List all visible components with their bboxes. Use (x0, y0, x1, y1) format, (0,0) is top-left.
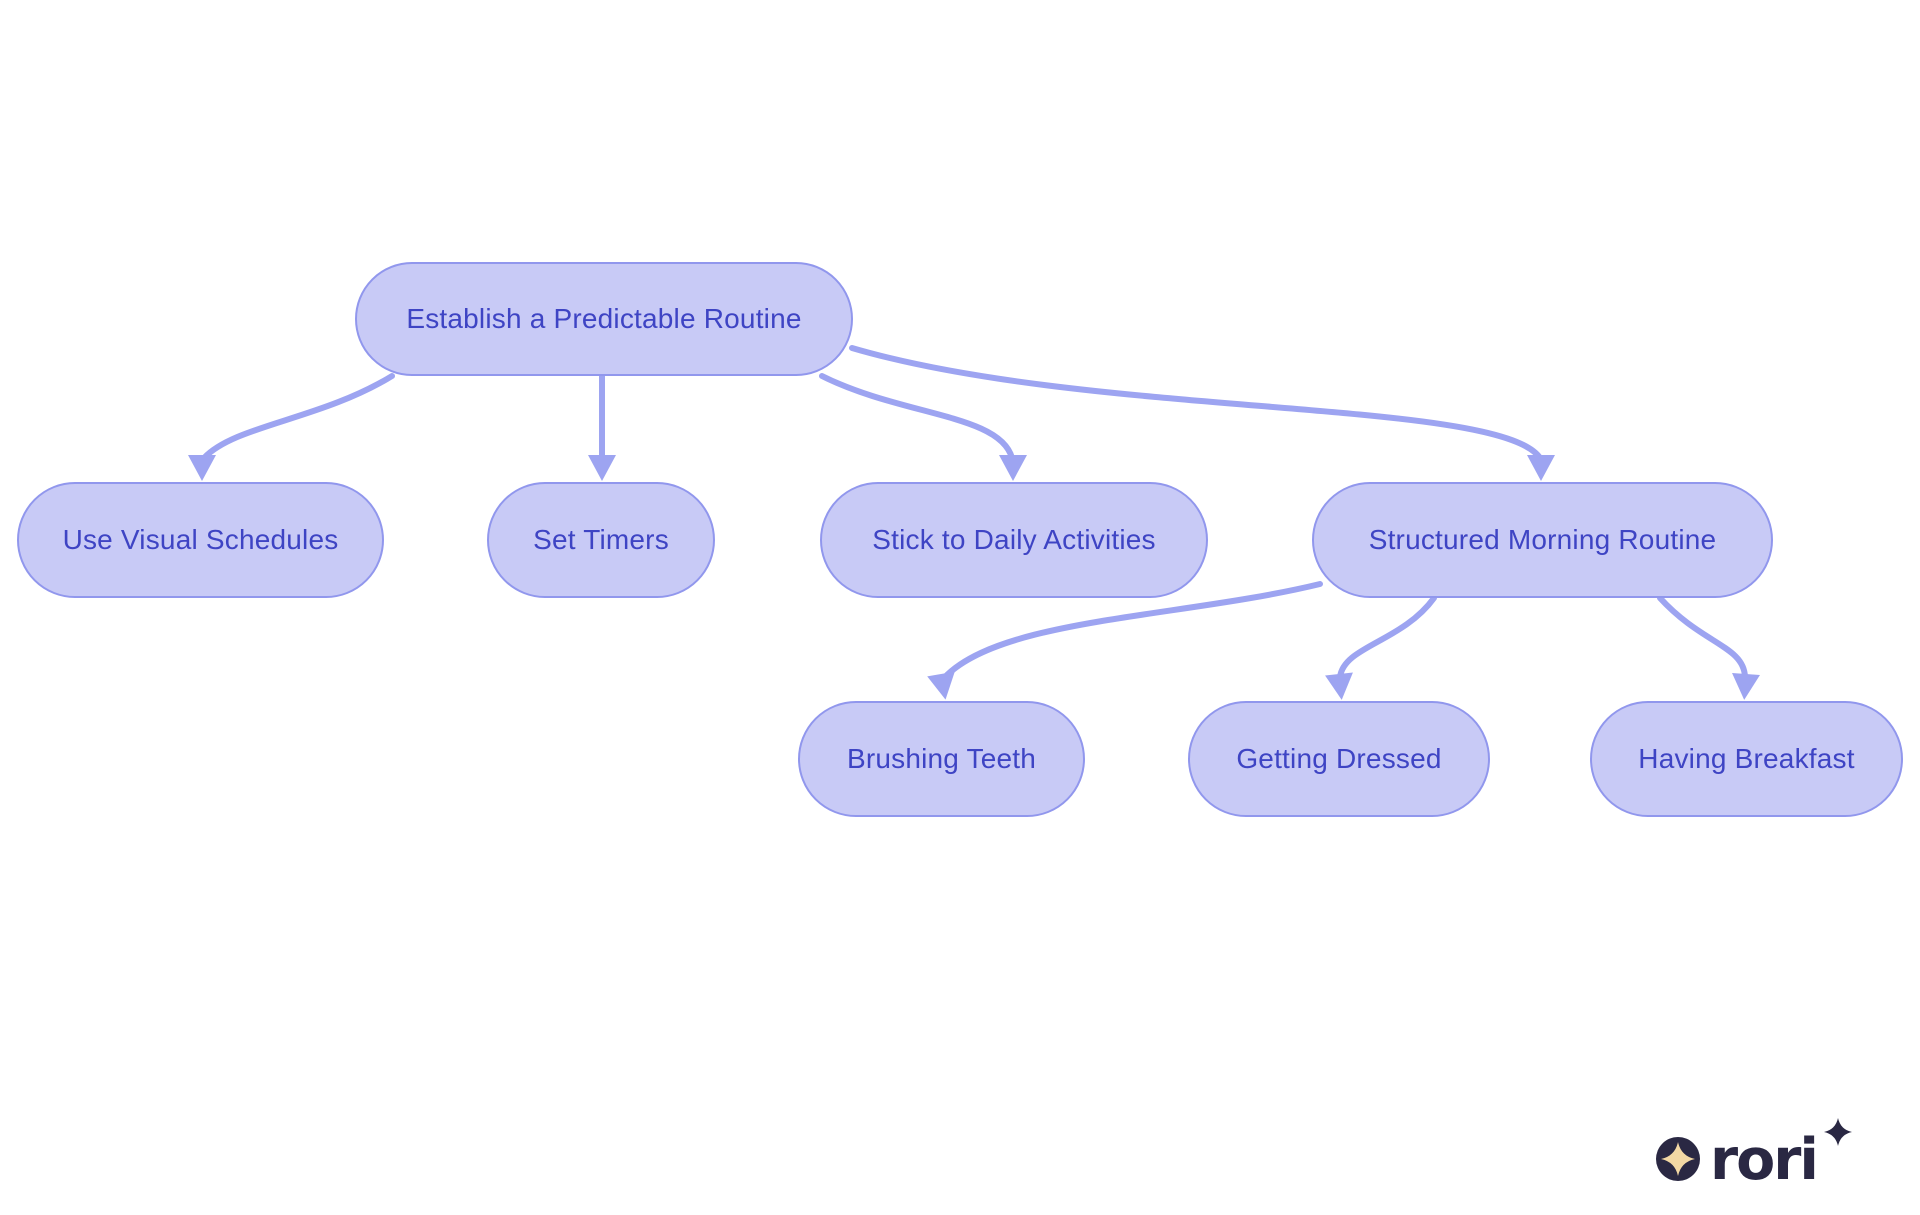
node-brushing-teeth: Brushing Teeth (798, 701, 1085, 817)
arrowhead-having-breakfast (1732, 673, 1760, 700)
node-establish-a-predictable-routine: Establish a Predictable Routine (355, 262, 853, 376)
arrowhead-stick-to-daily-activities (999, 455, 1027, 481)
node-label: Structured Morning Routine (1368, 524, 1717, 555)
edge-morning-to-having-breakfast (1657, 595, 1748, 680)
node-stick-to-daily-activities: Stick to Daily Activities (820, 482, 1208, 598)
edge-establish-to-stick-to-daily-activities (819, 373, 1015, 461)
node-label: Getting Dressed (1236, 743, 1442, 774)
node-use-visual-schedules: Use Visual Schedules (17, 482, 384, 598)
sparkle-in-circle-icon (1656, 1137, 1700, 1181)
node-label: Stick to Daily Activities (872, 524, 1156, 555)
edge-morning-to-brushing-teeth (941, 581, 1323, 681)
node-set-timers: Set Timers (487, 482, 715, 598)
node-structured-morning-routine: Structured Morning Routine (1312, 482, 1773, 598)
arrowhead-use-visual-schedules (188, 455, 216, 481)
node-label: Brushing Teeth (846, 743, 1037, 774)
edge-morning-to-getting-dressed (1337, 595, 1437, 680)
arrowhead-structured-morning-routine (1527, 455, 1555, 481)
arrowhead-getting-dressed (1325, 672, 1353, 700)
node-label: Having Breakfast (1638, 743, 1855, 774)
node-label: Establish a Predictable Routine (406, 303, 802, 334)
logo-wordmark: rori (1710, 1127, 1817, 1193)
node-label: Use Visual Schedules (62, 524, 339, 555)
arrowhead-brushing-teeth (927, 671, 955, 700)
edge-establish-to-structured-morning-routine (849, 345, 1543, 461)
arrowhead-set-timers (588, 455, 616, 481)
edge-establish-to-use-visual-schedules (201, 373, 395, 461)
node-getting-dressed: Getting Dressed (1188, 701, 1490, 817)
rori-logo: rori (1656, 1118, 1852, 1193)
node-having-breakfast: Having Breakfast (1590, 701, 1903, 817)
node-label: Set Timers (533, 524, 669, 555)
sparkle-icon (1824, 1118, 1852, 1146)
